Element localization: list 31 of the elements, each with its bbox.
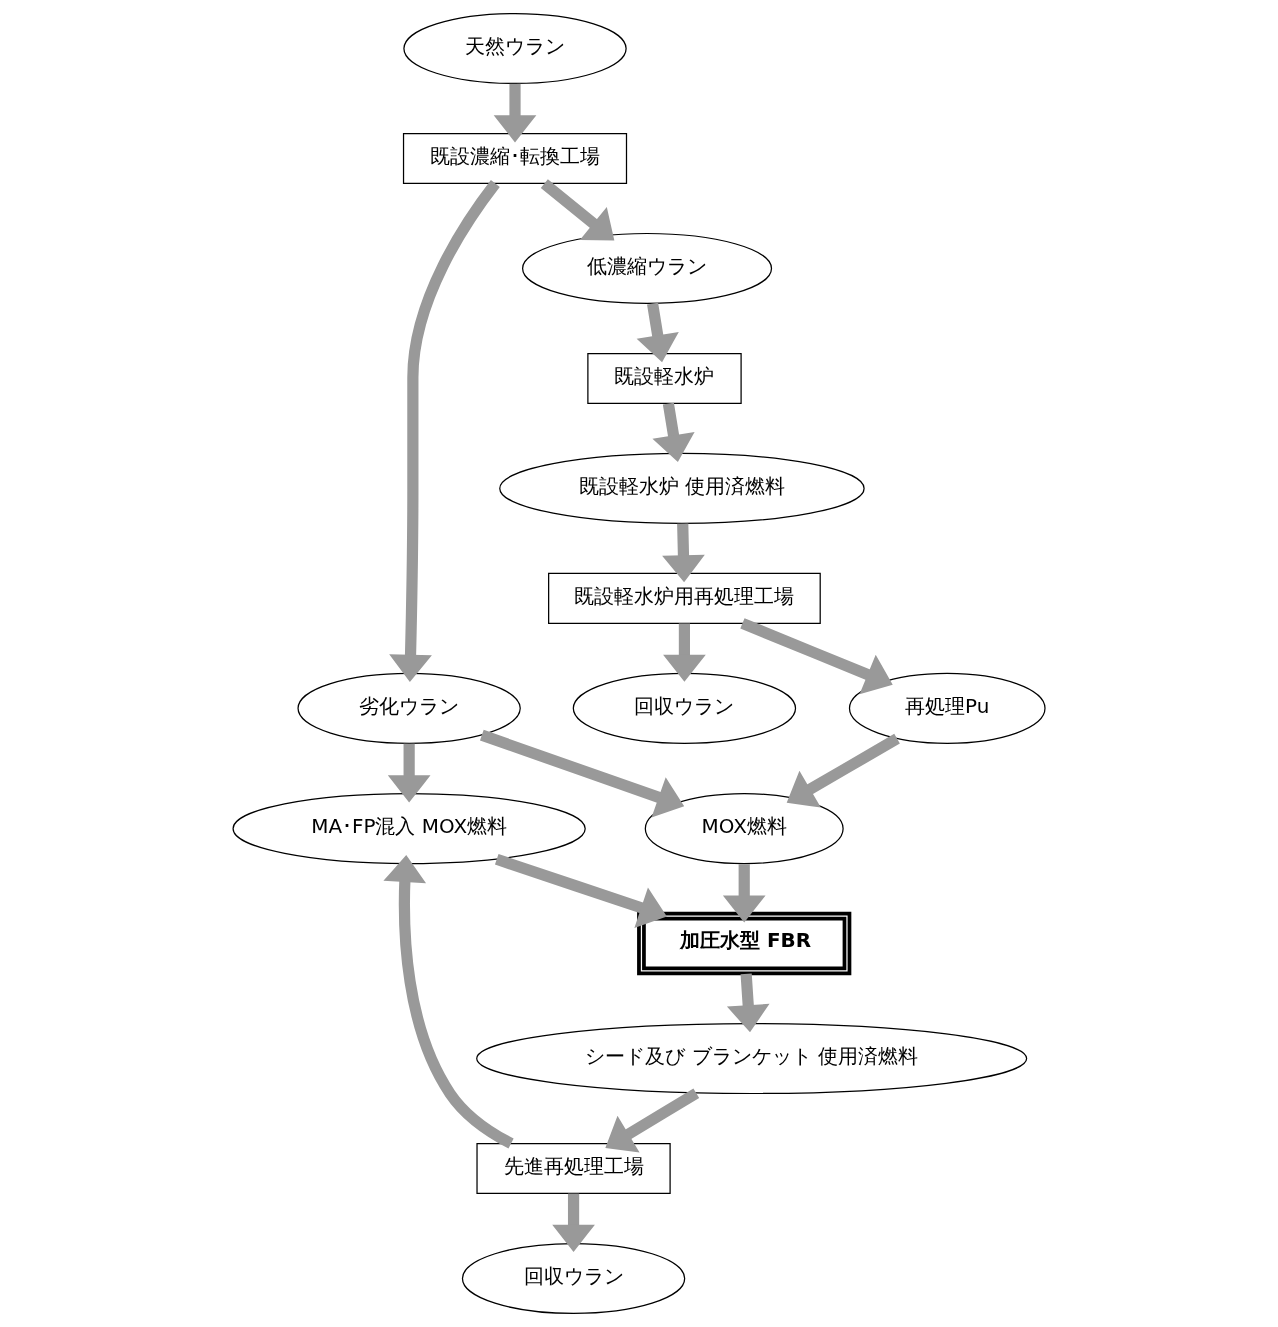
arrow: [494, 853, 667, 928]
node-box: 既設軽水炉: [587, 352, 742, 404]
arrow: [786, 733, 900, 808]
node-ellipse: 劣化ウラン: [297, 672, 521, 744]
arrow: [722, 864, 766, 923]
arrow: [663, 623, 706, 682]
node-ellipse: 再処理Pu: [848, 672, 1046, 744]
arrow: [480, 729, 685, 818]
node-box: 既設軽水炉用再処理工場: [548, 572, 821, 624]
node-box: 加圧水型 FBR: [637, 911, 852, 976]
node-ellipse: 回収ウラン: [572, 672, 797, 744]
node-ellipse: 低濃縮ウラン: [522, 232, 773, 305]
arrow: [652, 402, 695, 463]
arrow: [662, 523, 705, 583]
node-ellipse: 回収ウラン: [461, 1242, 686, 1315]
node-ellipse: MA･FP混入 MOX燃料: [232, 793, 586, 865]
arrow: [493, 83, 537, 143]
node-ellipse: MOX燃料: [644, 793, 844, 865]
arrow: [389, 180, 500, 682]
node-ellipse: シード及び ブランケット 使用済燃料: [476, 1022, 1028, 1095]
arrow: [636, 302, 679, 363]
arrow: [383, 854, 514, 1149]
arrow: [387, 743, 431, 803]
node-ellipse: 既設軽水炉 使用済燃料: [499, 452, 865, 524]
node-box: 先進再処理工場: [476, 1142, 671, 1195]
arrow: [740, 618, 893, 695]
arrow: [726, 973, 770, 1033]
node-box: 既設濃縮･転換工場: [402, 132, 628, 185]
node-ellipse: 天然ウラン: [403, 12, 627, 85]
arrow: [540, 179, 615, 241]
arrow: [552, 1193, 595, 1252]
